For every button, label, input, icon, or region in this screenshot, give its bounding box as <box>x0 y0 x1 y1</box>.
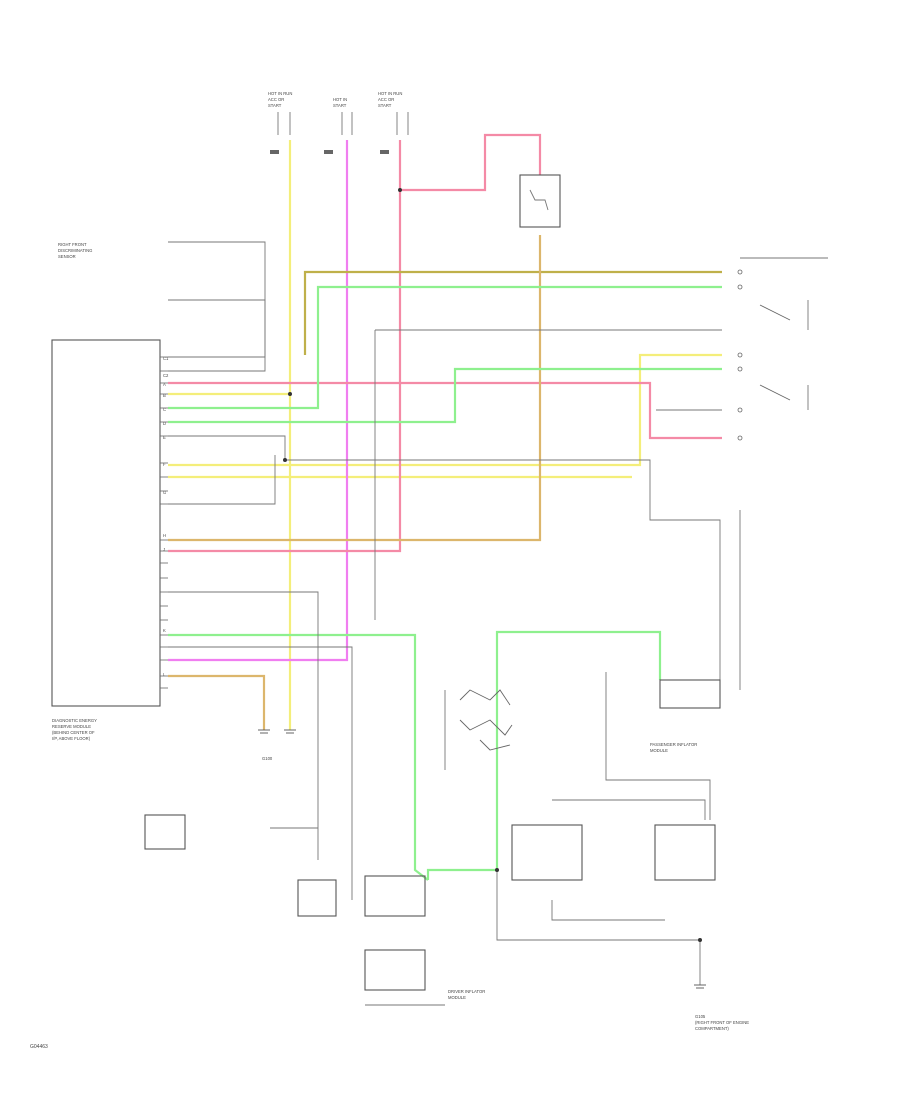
pin-label-l: L <box>163 672 166 677</box>
pin-label-e: E <box>163 435 166 440</box>
fuse-1-label-l2: ACC OR <box>268 97 284 102</box>
pin-label-a: A <box>163 382 166 387</box>
bottom-right-ground-label: G105 (RIGHT FRONT OF ENGINE COMPARTMENT) <box>695 1014 749 1031</box>
wire-green-mid <box>168 367 722 424</box>
forward-sensor-label: RIGHT FRONT DISCRIMINATING SENSOR <box>58 242 92 259</box>
center-sensor-cluster <box>459 689 513 751</box>
fwd-sensor-label-l2: DISCRIMINATING <box>58 248 92 253</box>
driver-inflator-module-upper <box>364 875 426 917</box>
passenger-label-l1: PASSENGER INFLATOR <box>650 742 697 747</box>
fuse-3-label-l2: ACC OR <box>378 97 394 102</box>
passenger-inflator-label: PASSENGER INFLATOR MODULE <box>650 742 697 753</box>
fuse-2-label-l2: START <box>333 103 347 108</box>
passenger-inflator-module <box>659 679 721 709</box>
ground-symbols <box>258 729 706 989</box>
wire-gray-4 <box>168 455 276 505</box>
pin-label-c: C <box>163 407 166 412</box>
wire-pink-pin-a <box>168 381 722 440</box>
main-module-label-l1: DIAGNOSTIC ENERGY <box>52 718 97 723</box>
wire-green-top <box>168 285 722 410</box>
wire-olive-top <box>303 270 722 355</box>
fuse-block-labels: HOT IN RUN ACC OR START HOT IN START HOT… <box>268 91 402 108</box>
top-connector-pins <box>529 189 549 211</box>
wire-gray-2 <box>168 299 266 372</box>
wire-pink-fuse3 <box>168 140 402 553</box>
top-connector-box <box>519 174 561 228</box>
wire-gray-11 <box>605 672 711 820</box>
pin-label-f: F <box>163 462 166 467</box>
driver-inflator-label: DRIVER INFLATOR MODULE <box>448 989 485 1000</box>
main-module-label-l2: RESERVE MODULE <box>52 724 91 729</box>
g105-label-l3: COMPARTMENT) <box>695 1026 729 1031</box>
driver-inflator-module-lower <box>364 949 426 991</box>
pin-label-h: H <box>163 533 166 538</box>
fuse-1-label-l1: HOT IN RUN <box>268 91 292 96</box>
pin-label-c2: C2 <box>163 373 169 378</box>
passenger-label-l2: MODULE <box>650 748 668 753</box>
wire-gray-1 <box>168 241 266 358</box>
g105-label-l1: G105 <box>695 1014 706 1019</box>
wire-tan-pin-h <box>168 235 542 542</box>
wire-gray-13 <box>552 799 706 820</box>
g105-label-l2: (RIGHT FRONT OF ENGINE <box>695 1020 749 1025</box>
wire-magenta-fuse2 <box>168 140 349 662</box>
main-module-pin-labels: C1 C2 A B C D E F G H J K L <box>163 356 169 677</box>
wire-green-passenger <box>426 630 662 880</box>
ground-label: G100 <box>262 756 273 761</box>
driver-label-l1: DRIVER INFLATOR <box>448 989 485 994</box>
main-module-label-l4: I/P, ABOVE FLOOR) <box>52 736 91 741</box>
wire-gray-14 <box>551 900 665 921</box>
splice-dots <box>283 188 702 942</box>
wire-gray-5 <box>168 591 319 860</box>
pin-label-c1: C1 <box>163 356 169 361</box>
pin-label-b: B <box>163 393 166 398</box>
left-bottom-switch <box>297 879 337 917</box>
wire-pink-fuse3-branch <box>400 133 542 192</box>
main-module-label: DIAGNOSTIC ENERGY RESERVE MODULE (BEHIND… <box>52 718 97 741</box>
fuse-3-label-l1: HOT IN RUN <box>378 91 402 96</box>
main-module-label-l3: (BEHIND CENTER OF <box>52 730 95 735</box>
fuse-3-label-l3: START <box>378 103 392 108</box>
diagram-id: G04463 <box>30 1044 48 1050</box>
wire-green-driver <box>168 633 429 881</box>
wire-yellow-pin-f <box>168 353 722 467</box>
wire-gray-3 <box>168 435 721 685</box>
pin-label-j: J <box>163 547 165 552</box>
fuse-1-label-l3: START <box>268 103 282 108</box>
driver-label-l2: MODULE <box>448 995 466 1000</box>
fuse-2-label-l1: HOT IN <box>333 97 347 102</box>
pin-label-d: D <box>163 421 166 426</box>
pin-label-k: K <box>163 628 166 633</box>
bottom-right-module-left <box>511 824 583 881</box>
fwd-sensor-label-l1: RIGHT FRONT <box>58 242 87 247</box>
wire-gray-12 <box>496 870 700 941</box>
right-switch-symbols <box>737 269 809 441</box>
wire-gray-6 <box>168 646 353 900</box>
bottom-right-module-right <box>654 824 716 881</box>
fwd-sensor-label-l3: SENSOR <box>58 254 76 259</box>
diagnostic-energy-reserve-module <box>51 339 161 707</box>
fuse-symbols <box>270 112 409 154</box>
main-module-pin-ticks <box>160 356 168 689</box>
wire-tan-ground <box>168 674 266 730</box>
bottom-left-connector <box>144 814 186 850</box>
pin-label-g: G <box>163 490 166 495</box>
